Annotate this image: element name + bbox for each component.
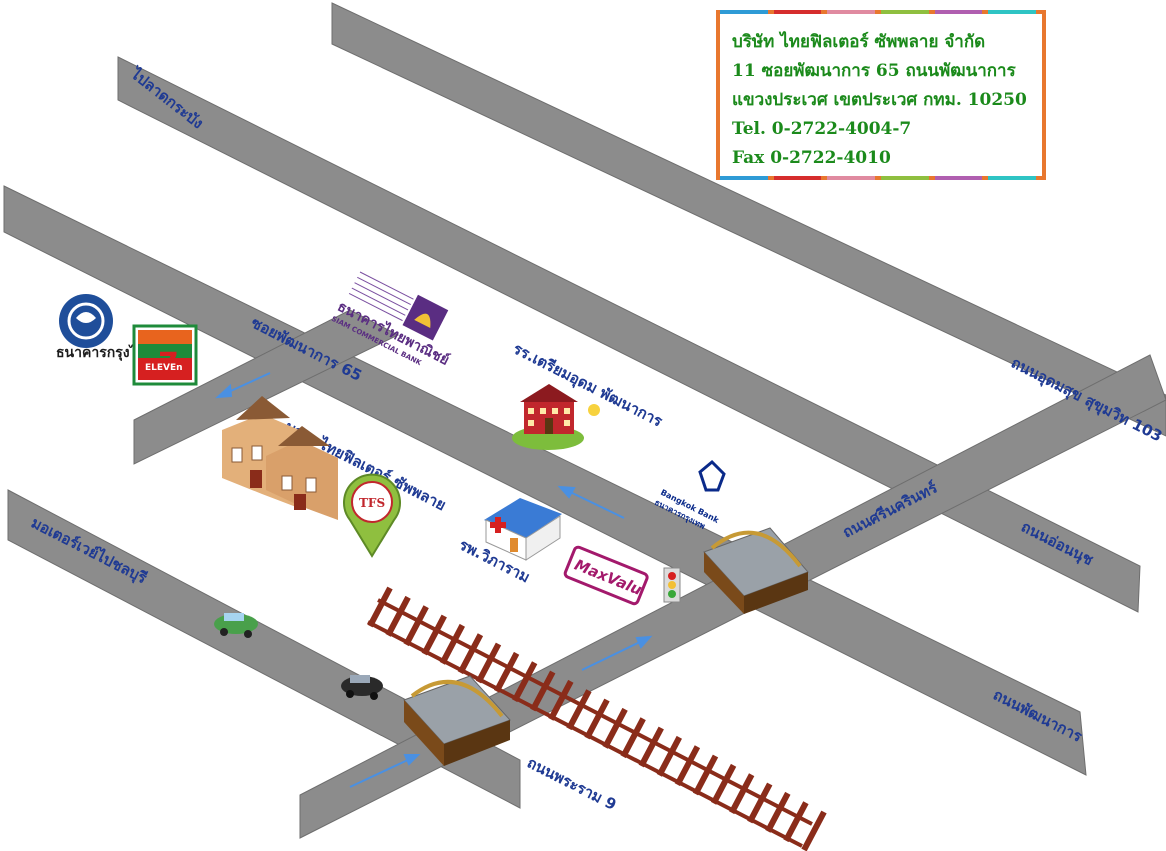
rail-tie xyxy=(403,605,429,647)
info-strip xyxy=(720,176,768,180)
rail-tie xyxy=(530,670,556,712)
company-address-line1: 11 ซอยพัฒนาการ 65 ถนนพัฒนาการ xyxy=(732,61,1016,81)
info-strip xyxy=(988,176,1036,180)
info-strip xyxy=(720,10,768,14)
rail-tie xyxy=(367,586,393,628)
rail-tie xyxy=(783,801,809,843)
rail-tie xyxy=(620,717,646,759)
rail-tie xyxy=(710,763,737,805)
bridge-rama9 xyxy=(403,675,511,766)
tfs-location-pin: TFS xyxy=(343,473,401,558)
ktb-label: ธนาคารกรุงไทย xyxy=(56,343,154,361)
direction-arrows xyxy=(215,372,653,788)
seven-eleven-number: 7 xyxy=(158,347,179,382)
info-strip xyxy=(934,10,983,14)
rail-tie xyxy=(692,754,719,796)
rail-tie xyxy=(747,782,773,824)
company-fax: Fax 0-2722-4010 xyxy=(732,148,891,168)
company-phone: Tel. 0-2722-4004-7 xyxy=(732,119,912,139)
road-motorway xyxy=(7,489,521,809)
company-address-line2: แขวงประเวศ เขตประเวศ กทม. 10250 xyxy=(732,90,1027,110)
railway xyxy=(367,586,827,851)
info-strip xyxy=(988,10,1036,14)
rail-tie xyxy=(674,745,701,787)
info-strip xyxy=(881,10,929,14)
rail-tie xyxy=(548,679,574,721)
maxvalu-logo: MaxValu xyxy=(563,545,649,606)
seven-eleven-logo: 7 ELEVEn xyxy=(132,324,198,386)
rail-tie xyxy=(801,810,827,851)
bbl-logo xyxy=(698,459,726,492)
road-soi-left-branch xyxy=(133,309,400,465)
rail-tie xyxy=(729,773,755,815)
company-info-box: บริษัท ไทยฟิลเตอร์ ซัพพลาย จำกัด 11 ซอยพ… xyxy=(716,10,1046,180)
info-strip xyxy=(827,176,875,180)
rail-tie xyxy=(765,791,791,833)
rail-tie xyxy=(584,698,610,740)
tfs-marker-label: TFS xyxy=(359,496,385,510)
road-upper-parallel xyxy=(117,56,1141,613)
rail-tie xyxy=(566,689,592,731)
info-strip xyxy=(773,10,822,14)
rail-tie xyxy=(656,735,682,777)
company-name: บริษัท ไทยฟิลเตอร์ ซัพพลาย จำกัด xyxy=(732,32,986,52)
rail-tie xyxy=(439,623,465,665)
hospital-icon xyxy=(484,498,562,561)
seven-eleven-brand: ELEVEn xyxy=(145,363,183,373)
rail-tie xyxy=(493,651,520,693)
traffic-light-icon xyxy=(663,567,681,603)
school-icon xyxy=(512,384,600,450)
rail-tie xyxy=(602,707,628,749)
road-soi-pattanakarn-65 xyxy=(3,185,1087,776)
car-black-icon xyxy=(341,675,383,700)
rail-tie xyxy=(512,661,538,703)
bridge-srinakarin xyxy=(703,527,809,614)
rail-tie xyxy=(421,614,447,656)
road-lat-krabang xyxy=(331,2,1166,437)
company-building-icon xyxy=(222,396,338,520)
car-green-icon xyxy=(214,613,258,638)
rail-tie xyxy=(638,726,664,768)
info-strip xyxy=(773,176,822,180)
info-strip xyxy=(934,176,983,180)
info-strip xyxy=(827,10,875,14)
ktb-logo xyxy=(59,294,113,348)
road-label-rama9: ถนนพระราม 9 xyxy=(524,754,619,814)
rail-tie xyxy=(385,595,411,637)
info-strip xyxy=(881,176,929,180)
rail-tie xyxy=(475,642,502,684)
rail-tie xyxy=(457,633,484,675)
